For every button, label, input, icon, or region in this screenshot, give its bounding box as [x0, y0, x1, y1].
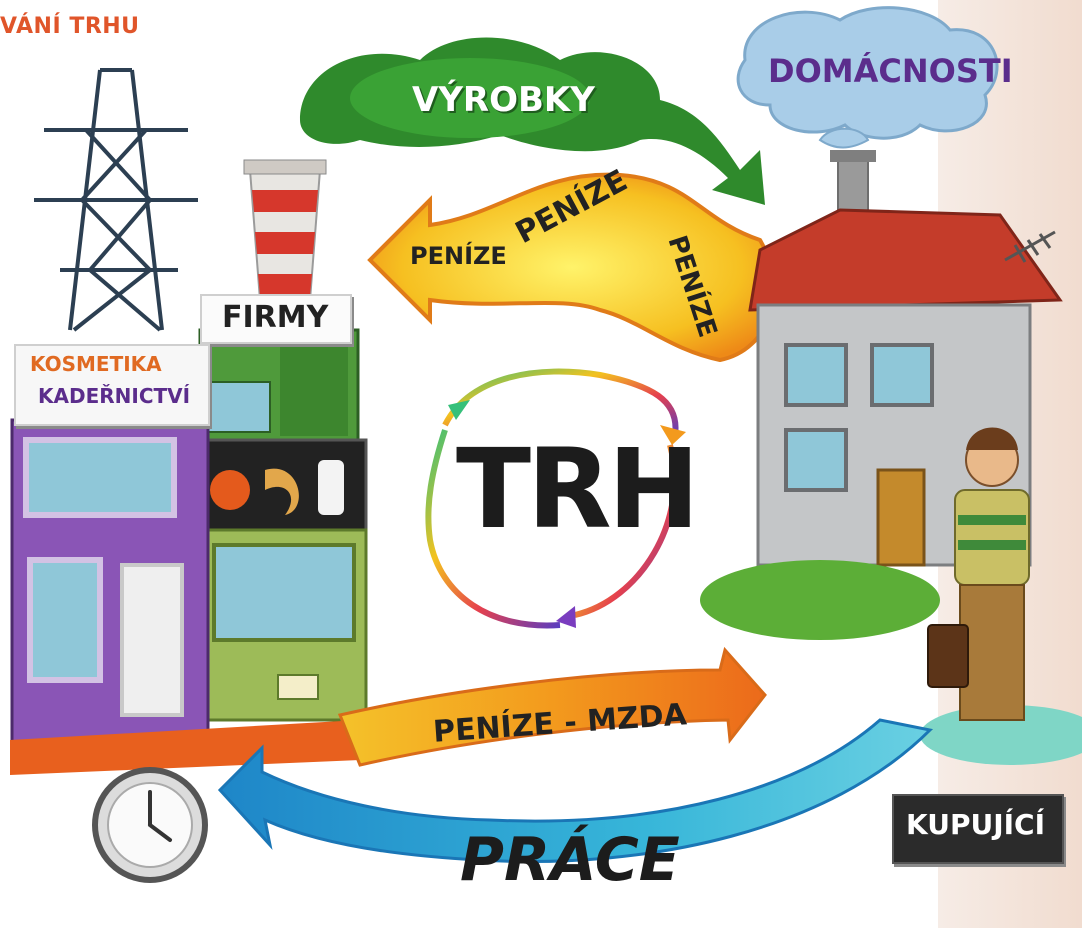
- labor-flow-arrow: [217, 718, 934, 863]
- households-cloud: [736, 6, 999, 149]
- antenna-icon: [1004, 230, 1056, 263]
- lawn: [700, 560, 940, 640]
- buyer-sign: [892, 794, 1064, 864]
- money-label-1: PENÍZE: [410, 242, 507, 270]
- firms-label: FIRMY: [222, 300, 329, 335]
- products-smoke: [300, 37, 765, 205]
- briefcase-icon: [927, 624, 969, 688]
- center-market-label: TRH: [456, 425, 700, 553]
- chimney-icon: [243, 159, 327, 301]
- cycle-arrows-icon: [425, 368, 679, 629]
- labor-label: PRÁCE: [460, 825, 680, 895]
- salon-sign: [14, 344, 210, 426]
- power-pylon-icon: [34, 68, 198, 332]
- products-label: VÝROBKY: [412, 80, 595, 120]
- buyer-label: KUPUJÍCÍ: [906, 808, 1046, 841]
- salon-label-line2: KADEŘNICTVÍ: [38, 384, 191, 408]
- clock-icon: [92, 767, 208, 883]
- households-label: DOMÁCNOSTI: [768, 52, 1013, 90]
- salon-label-line1: KOSMETIKA: [30, 352, 162, 376]
- salon-building: [10, 418, 210, 752]
- buyer-figure: [927, 427, 1030, 721]
- firms-building: [196, 328, 368, 722]
- firms-sign: [200, 294, 352, 344]
- wage-flow-arrow: [337, 646, 767, 767]
- street-platform: [10, 720, 360, 775]
- diagram-heading: VÁNÍ TRHU: [0, 14, 140, 39]
